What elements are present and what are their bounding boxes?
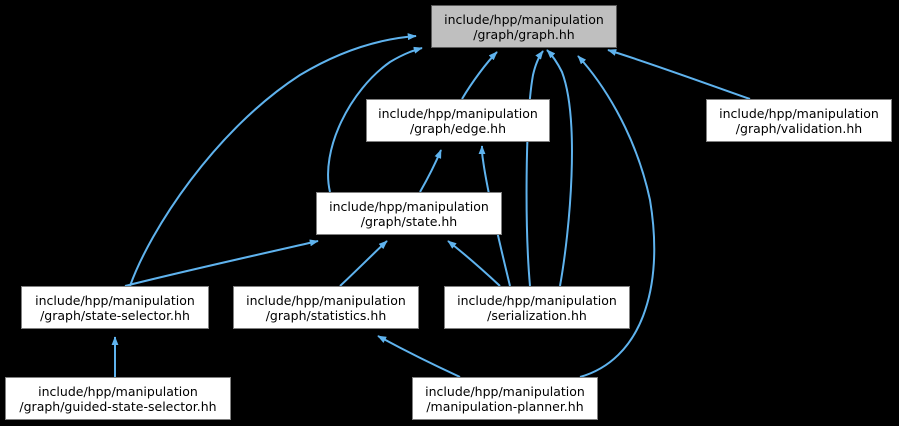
node-label-state-selector: include/hpp/manipulation /graph/state-se…: [35, 292, 195, 323]
edge-manipulation-planner-to-statistics: [377, 335, 461, 378]
node-guided-state-selector[interactable]: include/hpp/manipulation /graph/guided-s…: [5, 377, 231, 420]
edge-serialization-to-graph: [525, 50, 544, 287]
edge-serialization-to-graph: [546, 49, 573, 287]
edge-state-to-edge: [419, 149, 442, 193]
node-label-serialization: include/hpp/manipulation /serialization.…: [457, 292, 617, 323]
node-state[interactable]: include/hpp/manipulation /graph/state.hh: [316, 192, 502, 235]
node-label-manipulation-planner: include/hpp/manipulation /manipulation-p…: [425, 383, 585, 414]
edge-edge-to-graph: [461, 51, 498, 100]
node-label-state: include/hpp/manipulation /graph/state.hh: [329, 198, 489, 229]
node-manipulation-planner[interactable]: include/hpp/manipulation /manipulation-p…: [412, 377, 598, 420]
node-statistics[interactable]: include/hpp/manipulation /graph/statisti…: [233, 286, 419, 329]
edge-serialization-to-state: [447, 240, 501, 287]
node-label-statistics: include/hpp/manipulation /graph/statisti…: [246, 292, 406, 323]
node-label-edge: include/hpp/manipulation /graph/edge.hh: [378, 105, 538, 136]
node-state-selector[interactable]: include/hpp/manipulation /graph/state-se…: [21, 286, 209, 329]
node-label-validation: include/hpp/manipulation /graph/validati…: [719, 105, 879, 136]
node-label-graph: include/hpp/manipulation /graph/graph.hh: [444, 11, 604, 42]
edge-state-selector-to-graph: [129, 33, 417, 287]
node-serialization[interactable]: include/hpp/manipulation /serialization.…: [444, 286, 630, 329]
node-validation[interactable]: include/hpp/manipulation /graph/validati…: [706, 99, 892, 142]
edge-validation-to-graph: [607, 49, 751, 100]
node-label-guided-state-selector: include/hpp/manipulation /graph/guided-s…: [19, 383, 217, 414]
node-edge[interactable]: include/hpp/manipulation /graph/edge.hh: [366, 99, 550, 142]
edge-state-selector-to-state: [124, 239, 319, 287]
node-graph[interactable]: include/hpp/manipulation /graph/graph.hh: [431, 5, 617, 48]
edge-statistics-to-state: [339, 240, 388, 287]
